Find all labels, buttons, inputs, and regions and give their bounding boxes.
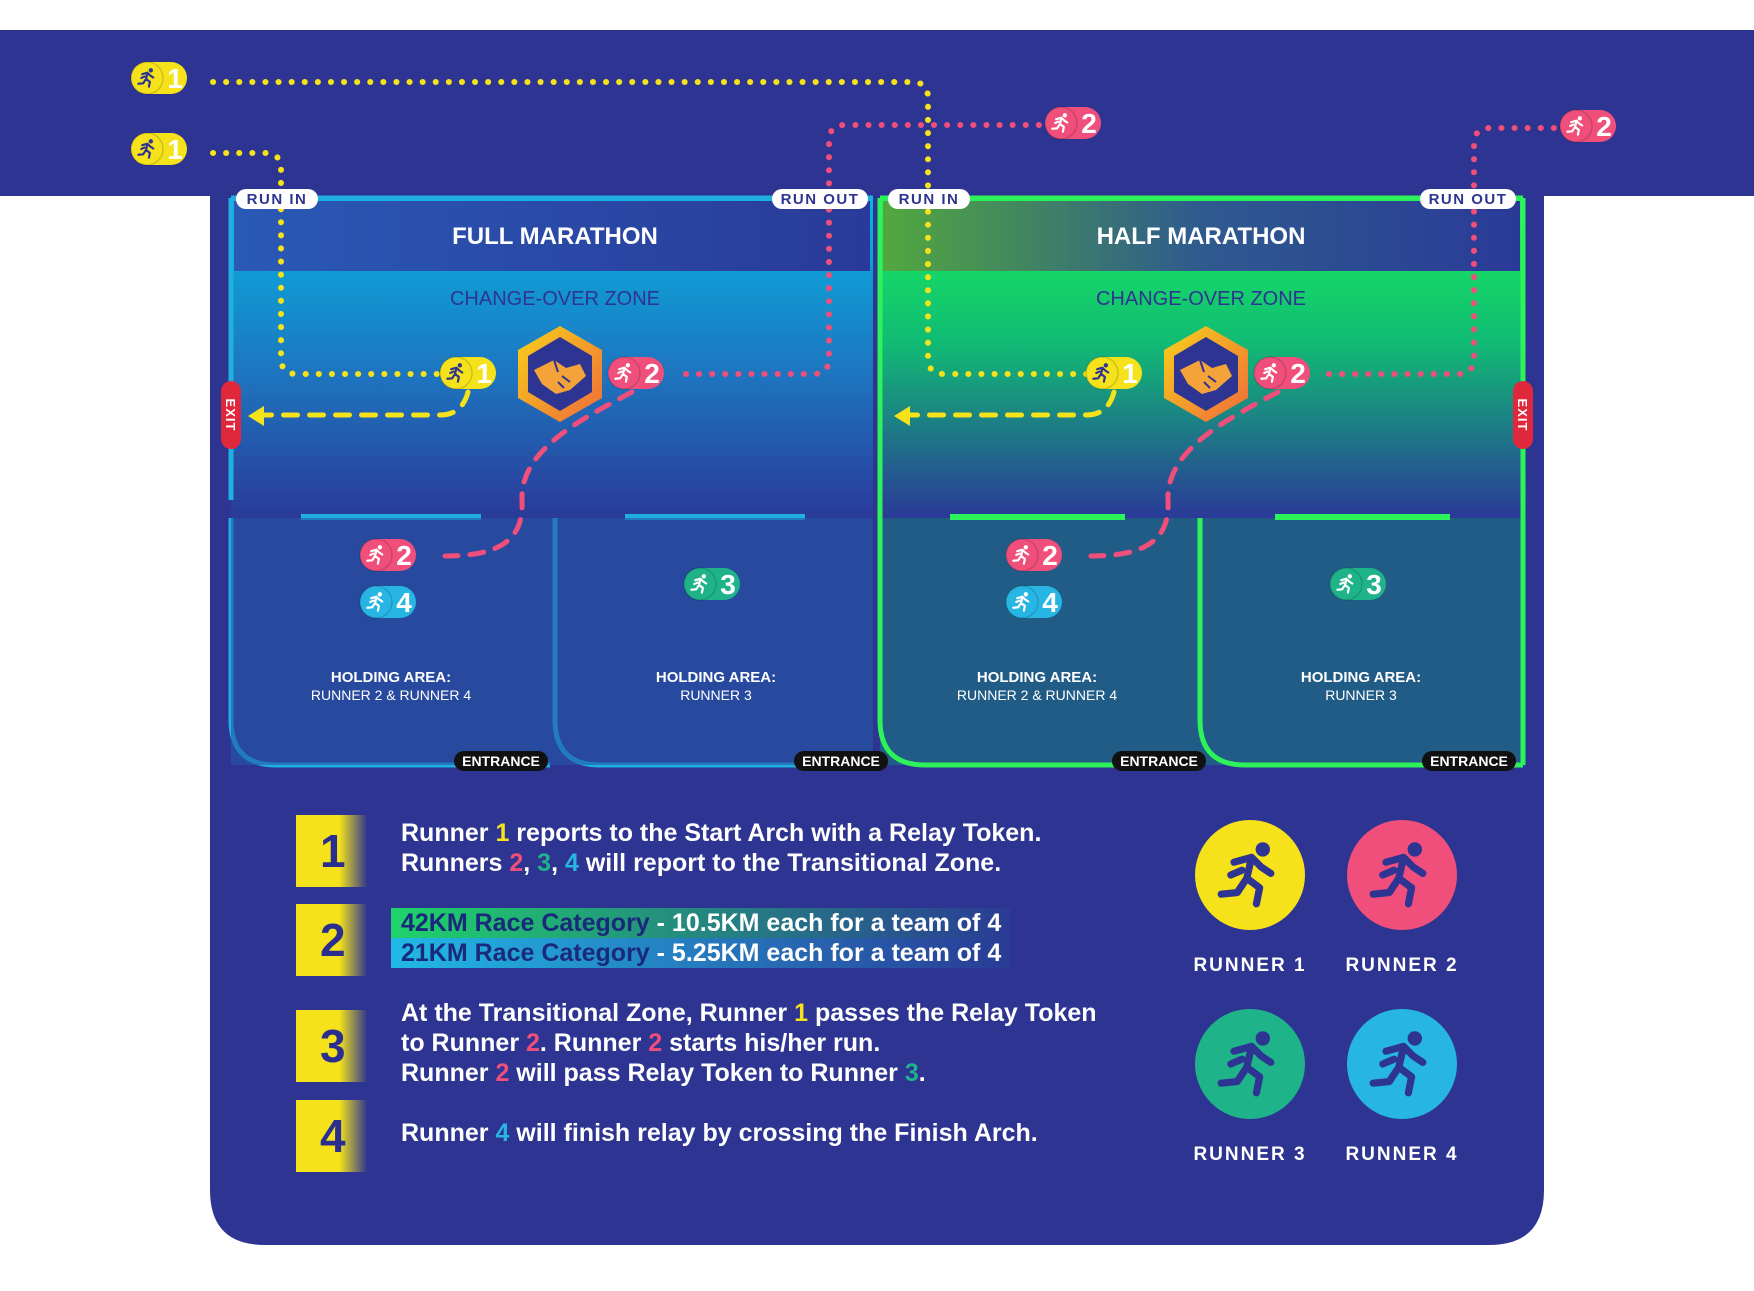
runner-number: 2 — [644, 358, 660, 389]
runner-badge: 1 — [439, 356, 496, 390]
runner-badge: 1 — [130, 61, 187, 95]
runner-badge: 4 — [359, 585, 416, 619]
legend-runner-4 — [1347, 1009, 1457, 1119]
entrance-label: ENTRANCE — [1120, 753, 1198, 769]
runner-badge: 3 — [683, 567, 740, 601]
step-number-3: 3 — [296, 1010, 368, 1082]
runner-number: 3 — [1366, 569, 1382, 600]
holding-area-runners: RUNNER 3 — [680, 687, 752, 703]
runner-badge: 3 — [1329, 567, 1386, 601]
holding-area-runners: RUNNER 3 — [1325, 687, 1397, 703]
legend-label-runner-2: RUNNER 2 — [1345, 955, 1459, 976]
step-number-1: 1 — [296, 815, 368, 887]
exit-label: EXIT — [223, 399, 238, 432]
legend-label-runner-4: RUNNER 4 — [1345, 1144, 1459, 1165]
legend-runner-1 — [1195, 820, 1305, 930]
step-number-2: 2 — [296, 904, 368, 976]
step-4-text: Runner 4 will finish relay by crossing t… — [401, 1119, 1038, 1147]
holding-area-title: HOLDING AREA: — [1301, 669, 1421, 686]
run-in-label: RUN IN — [247, 191, 308, 208]
runner-number: 2 — [1081, 108, 1097, 139]
holding-area-runners: RUNNER 2 & RUNNER 4 — [957, 687, 1117, 703]
legend-runner-3 — [1195, 1009, 1305, 1119]
runner-number: 3 — [720, 569, 736, 600]
runner-number: 1 — [167, 63, 183, 94]
entrance-label: ENTRANCE — [1430, 753, 1508, 769]
step-1-text: Runner 1 reports to the Start Arch with … — [401, 819, 1042, 877]
exit-label: EXIT — [1515, 399, 1530, 432]
runner-number: 2 — [1290, 358, 1306, 389]
holding-area-runners: RUNNER 2 & RUNNER 4 — [311, 687, 471, 703]
holding-area-title: HOLDING AREA: — [331, 669, 451, 686]
runner-number: 1 — [476, 358, 492, 389]
run-in-label: RUN IN — [899, 191, 960, 208]
runner-number: 2 — [1596, 111, 1612, 142]
runner-badge: 2 — [1005, 538, 1062, 572]
runner-number: 1 — [1122, 358, 1138, 389]
runner-number: 4 — [1042, 587, 1058, 618]
runner-badge: 1 — [1085, 356, 1142, 390]
runner-number: 1 — [167, 134, 183, 165]
runner-badge: 2 — [1559, 109, 1616, 143]
runner-number: 4 — [396, 587, 412, 618]
step-2-text: 42KM Race Category - 10.5KM each for a t… — [391, 908, 1012, 968]
runner-badge: 4 — [1005, 585, 1062, 619]
runner-badge: 2 — [1253, 356, 1310, 390]
zone-subtitle: CHANGE-OVER ZONE — [1096, 288, 1306, 310]
runner-badge: 2 — [359, 538, 416, 572]
runner-badge: 2 — [1044, 106, 1101, 140]
runner-badge: 1 — [130, 132, 187, 166]
entrance-label: ENTRANCE — [462, 753, 540, 769]
handshake-icon — [1164, 326, 1248, 422]
step-3-text: At the Transitional Zone, Runner 1 passe… — [401, 999, 1097, 1087]
zone-title: HALF MARATHON — [1097, 223, 1306, 250]
runner-number: 2 — [1042, 540, 1058, 571]
handshake-icon — [518, 326, 602, 422]
legend-label-runner-3: RUNNER 3 — [1193, 1144, 1307, 1165]
legend-label-runner-1: RUNNER 1 — [1193, 955, 1307, 976]
step-number-4: 4 — [296, 1100, 368, 1172]
runner-number: 2 — [396, 540, 412, 571]
zone-subtitle: CHANGE-OVER ZONE — [450, 288, 660, 310]
legend-runner-2 — [1347, 820, 1457, 930]
holding-area-title: HOLDING AREA: — [977, 669, 1097, 686]
runner-badge: 2 — [607, 356, 664, 390]
zone-title: FULL MARATHON — [452, 223, 658, 250]
run-out-label: RUN OUT — [781, 191, 860, 208]
entrance-label: ENTRANCE — [802, 753, 880, 769]
holding-area-title: HOLDING AREA: — [656, 669, 776, 686]
run-out-label: RUN OUT — [1429, 191, 1508, 208]
